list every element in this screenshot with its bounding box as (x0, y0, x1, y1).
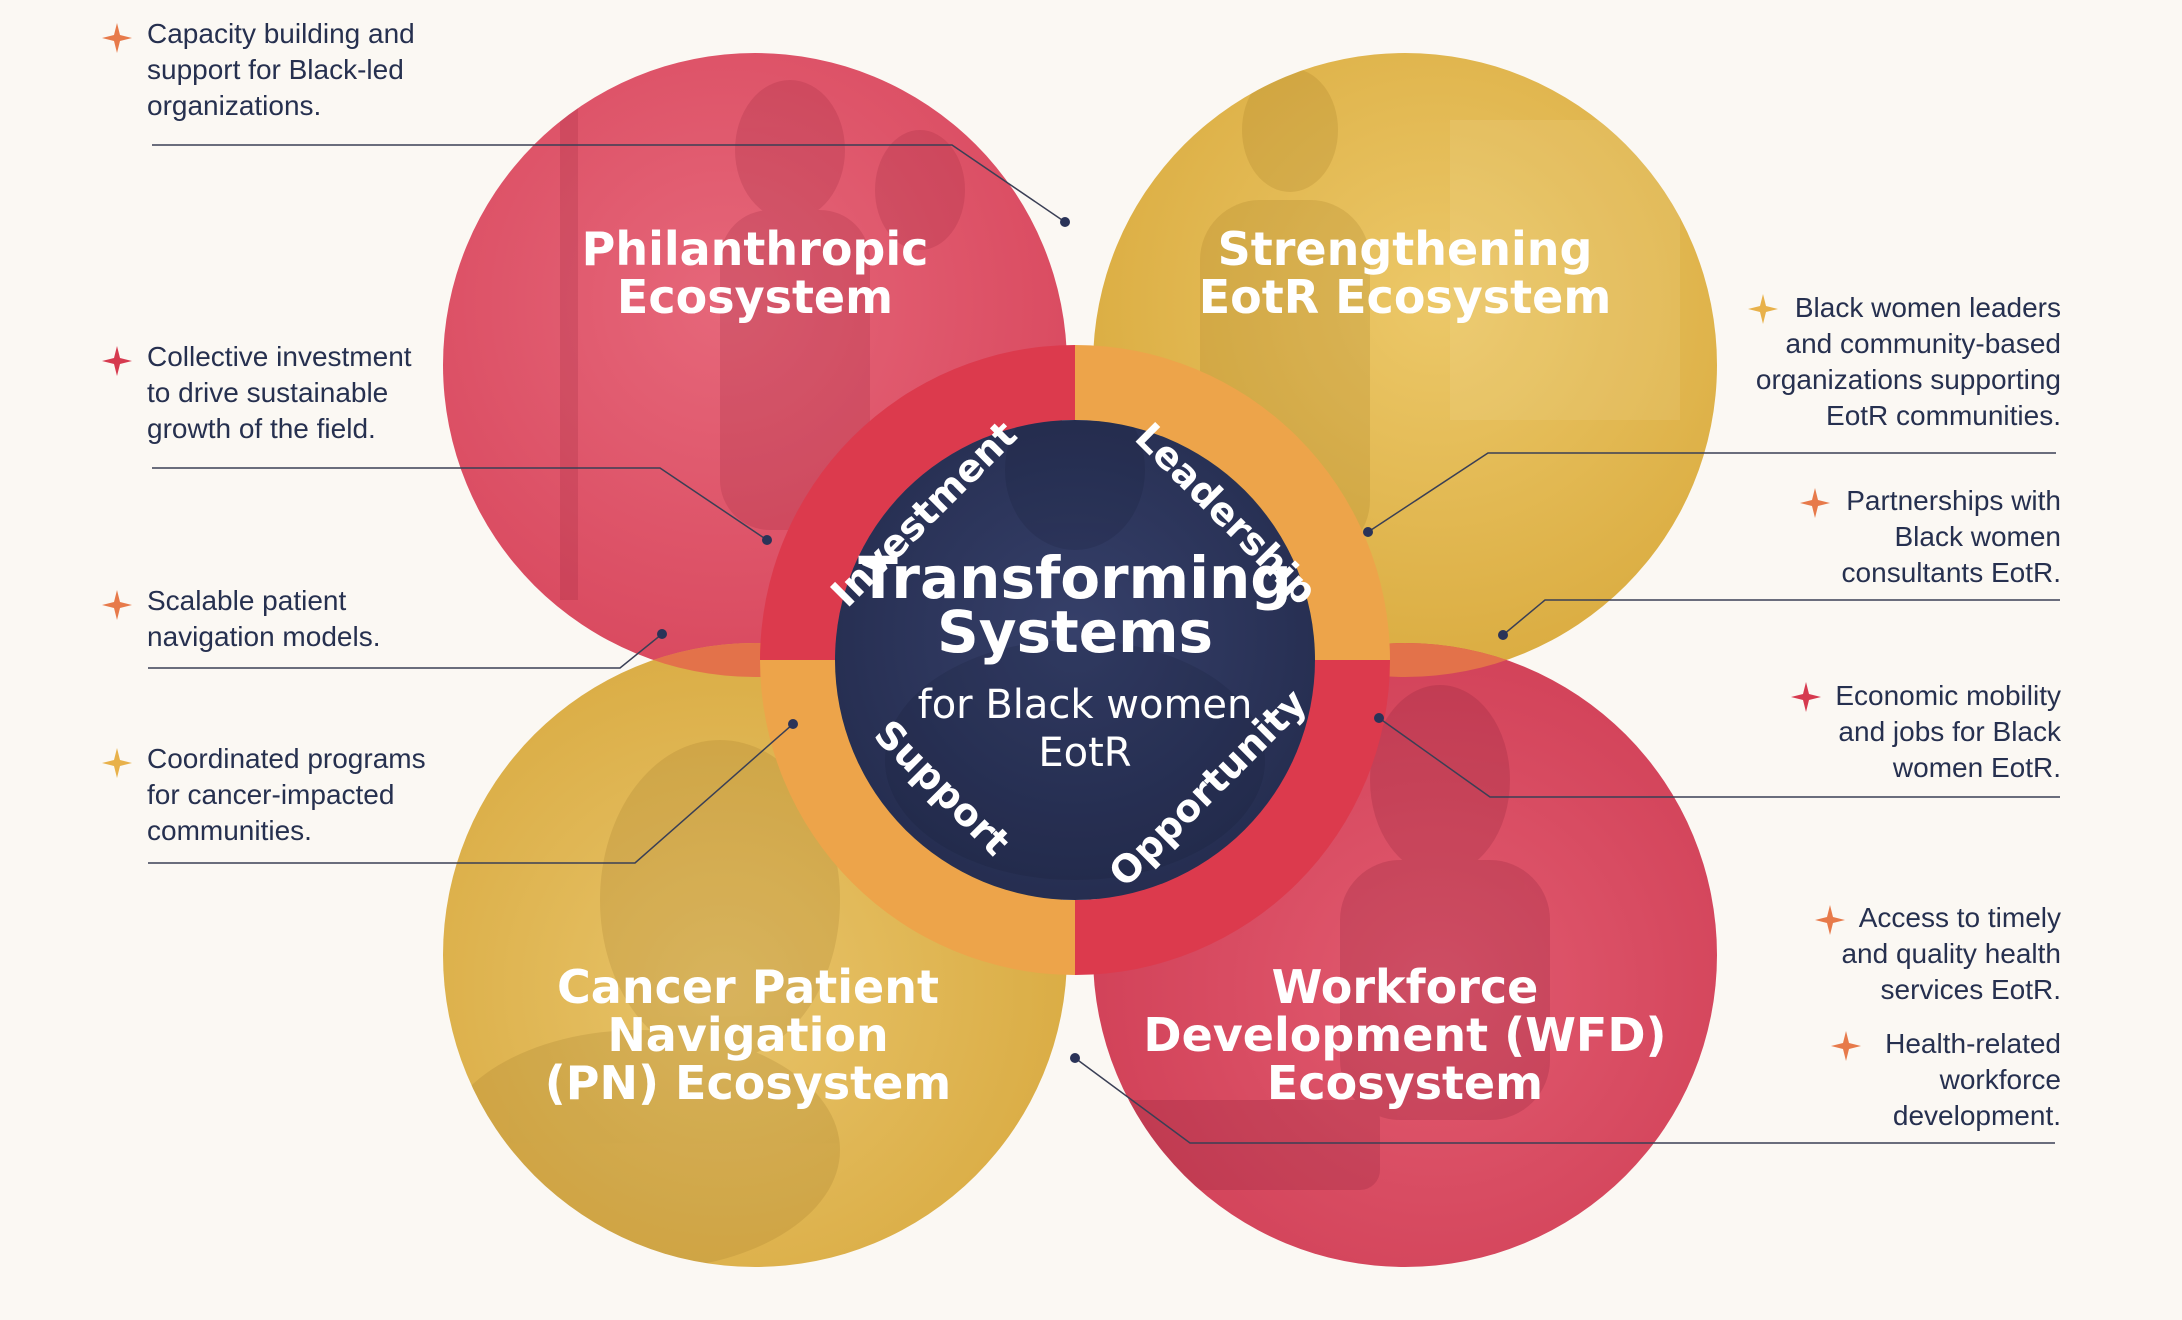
value-ring (760, 345, 1390, 975)
title-line: (PN) Ecosystem (545, 1056, 951, 1110)
connector-black-women (1367, 452, 2056, 533)
note-capacity-building: Capacity building and support for Black-… (147, 18, 415, 121)
connector-capacity (152, 144, 1066, 223)
sparkle-icon (1800, 488, 1830, 518)
center-disc (835, 420, 1315, 900)
note-black-women-leaders: Black women leaders and community-based … (1755, 292, 2061, 431)
sparkle-icon (1815, 905, 1845, 935)
note-health-workforce: Health-related workforce development. (1885, 1028, 2061, 1131)
connector-coordinated (148, 723, 794, 864)
note-partnerships: Partnerships with Black women consultant… (1841, 485, 2061, 588)
title-line: Workforce (1272, 960, 1539, 1014)
connector-economic (1378, 717, 2060, 798)
title-line: Navigation (607, 1008, 888, 1062)
title-line: Development (WFD) (1143, 1008, 1666, 1062)
note-economic-mobility: Economic mobility and jobs for Black wom… (1835, 680, 2061, 783)
note-access-health: Access to timely and quality health serv… (1841, 902, 2061, 1005)
title-line: EotR Ecosystem (1199, 270, 1612, 324)
note-collective-investment: Collective investment to drive sustainab… (147, 341, 412, 444)
sparkle-icon (1791, 682, 1821, 712)
note-scalable-patient: Scalable patient navigation models. (147, 585, 381, 652)
title-line: Cancer Patient (557, 960, 939, 1014)
center-subtitle-line2: EotR (1038, 730, 1131, 776)
title-line: Philanthropic (582, 222, 929, 276)
note-coordinated-programs: Coordinated programs for cancer-impacted… (147, 743, 426, 846)
sparkle-icon (102, 23, 132, 53)
sparkle-icon (102, 590, 132, 620)
sparkle-icon (102, 748, 132, 778)
connector-scalable (148, 633, 663, 669)
title-line: Ecosystem (617, 270, 893, 324)
connector-collective (152, 467, 768, 541)
center-subtitle-line1: for Black women (918, 682, 1253, 728)
sparkle-icon (1831, 1031, 1861, 1061)
title-line: Strengthening (1218, 222, 1593, 276)
connector-health (1074, 1057, 2055, 1144)
title-line: Ecosystem (1267, 1056, 1543, 1110)
center-title-line1: Transforming (858, 544, 1292, 612)
connector-partnerships (1502, 599, 2060, 636)
sparkle-icon (1748, 294, 1778, 324)
center-title-line2: Systems (937, 598, 1213, 666)
connector-lines (148, 144, 2060, 1144)
connector-dots (657, 217, 1508, 1063)
sparkle-icon (102, 346, 132, 376)
